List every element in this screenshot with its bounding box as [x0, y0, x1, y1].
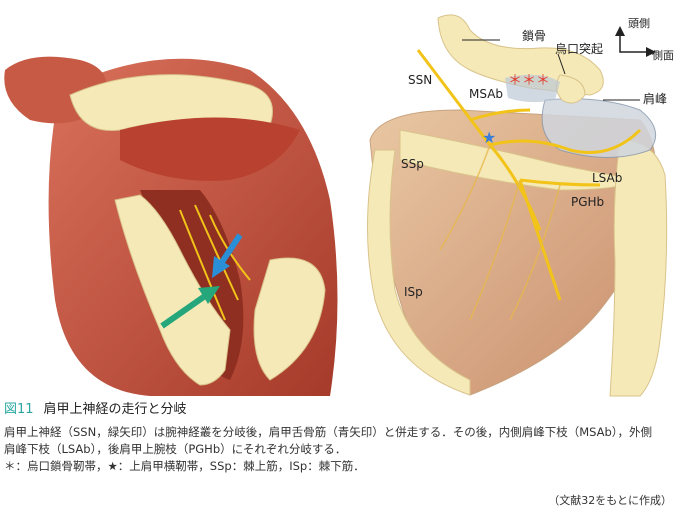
cranial-arrowhead-icon: [615, 26, 625, 36]
acromion-bone: [541, 98, 657, 158]
caption-title: 図11 肩甲上神経の走行と分岐: [4, 402, 676, 418]
label-lateral: 側面: [652, 49, 674, 62]
medial-border: [367, 149, 471, 396]
label-cranial: 頭側: [628, 17, 650, 30]
humerus-left: [253, 257, 326, 381]
green-arrow-ssn: [160, 286, 220, 329]
humerus-right: [609, 139, 668, 397]
asterisk-markers: ＊＊＊: [508, 73, 550, 89]
label-ssp: SSp: [401, 157, 424, 171]
label-isp: ISp: [404, 285, 423, 299]
blue-star-marker: ★: [482, 128, 496, 147]
figure-panel: ★ 鎖骨 烏口突起 肩峰 SSN MSAb SSp LSAb PGHb ISp …: [0, 0, 674, 398]
nerve-branches: [439, 144, 561, 321]
coracoid-bone-left: [114, 194, 231, 386]
right-scapula: ★: [367, 14, 668, 397]
label-acromion: 肩峰: [643, 92, 668, 106]
caption-line-1: 肩甲上神経（SSN，緑矢印）は腕神経叢を分岐後，肩甲舌骨筋（青矢印）と併走する．…: [4, 425, 653, 439]
suprascapular-nerve: [416, 49, 642, 301]
label-lsab: LSAb: [592, 171, 623, 185]
left-dissection: [0, 0, 348, 398]
figure-caption: 図11 肩甲上神経の走行と分岐 肩甲上神経（SSN，緑矢印）は腕神経叢を分岐後，肩…: [4, 402, 676, 475]
coracoclavicular-ligament: [505, 74, 560, 103]
leader-coracoid: [557, 53, 566, 75]
figure-number: 図11: [4, 402, 34, 417]
figure-title: 肩甲上神経の走行と分岐: [43, 402, 187, 417]
caption-source: （文献32をもとに作成）: [548, 494, 672, 507]
caption-line-2: 肩峰下枝（LSAb），後肩甲上腕枝（PGHb）にそれぞれ分岐する．: [4, 442, 347, 456]
label-ssn: SSN: [408, 73, 433, 87]
label-msab: MSAb: [469, 87, 504, 101]
orientation-arrows: [619, 32, 650, 53]
label-clavicle: 鎖骨: [522, 29, 547, 43]
blue-arrow-omohyoid: [212, 233, 243, 278]
deltoid-muscle: [120, 117, 300, 181]
label-pghb: PGHb: [571, 195, 605, 209]
caption-line-3: ＊：烏口鎖骨靭帯，★：上肩甲横靭帯，SSp：棘上筋，ISp：棘下筋．: [4, 459, 365, 473]
illustration: ★: [0, 0, 668, 398]
lateral-arrowhead-icon: [646, 47, 656, 57]
label-coracoid: 烏口突起: [555, 42, 604, 56]
